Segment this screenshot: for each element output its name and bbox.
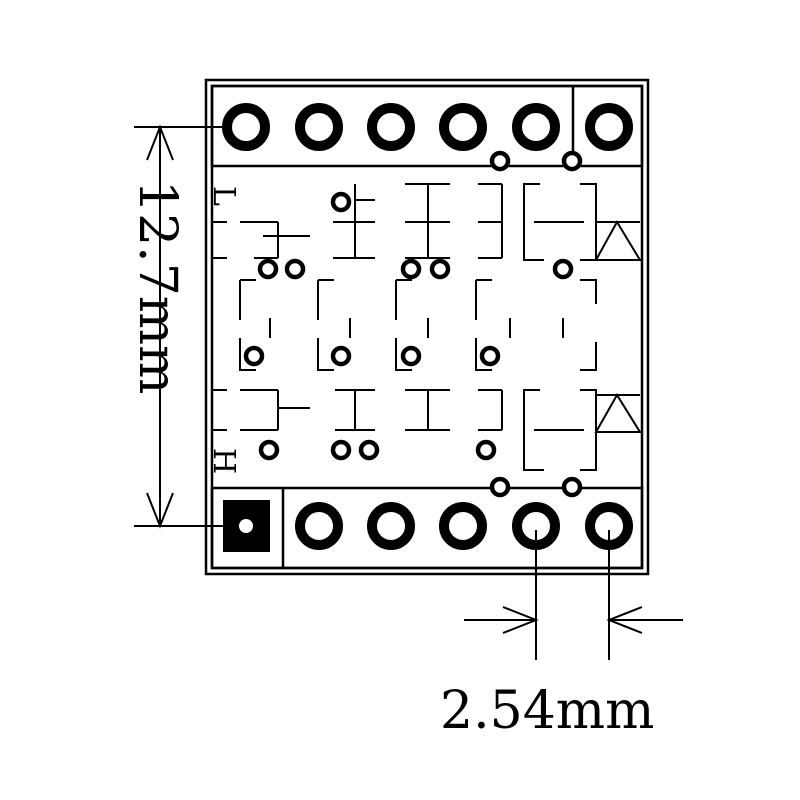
via-holes <box>243 150 583 498</box>
header-pin <box>512 103 560 151</box>
square-pin-hole <box>239 519 253 533</box>
horizontal-dimension-label: 2.54mm <box>440 681 654 741</box>
header-pin <box>367 502 415 550</box>
header-pin <box>295 103 343 151</box>
high-side-label: H <box>206 448 241 474</box>
vertical-dimension-label: 12.7mm <box>127 180 187 394</box>
header-pin <box>439 103 487 151</box>
header-pin <box>367 103 415 151</box>
middle-component-footprints <box>239 279 597 371</box>
horizontal-dimension <box>464 530 683 660</box>
upper-component-footprints <box>211 183 642 261</box>
bottom-header-strip <box>210 486 644 570</box>
top-header-pins <box>222 103 633 151</box>
header-pin <box>295 502 343 550</box>
vertical-dimension <box>134 124 228 529</box>
lower-component-footprints <box>211 389 642 471</box>
low-side-label: L <box>206 186 241 206</box>
header-pin <box>222 103 270 151</box>
bottom-header-pins <box>223 500 633 552</box>
header-pin <box>439 502 487 550</box>
header-pin <box>585 103 633 151</box>
